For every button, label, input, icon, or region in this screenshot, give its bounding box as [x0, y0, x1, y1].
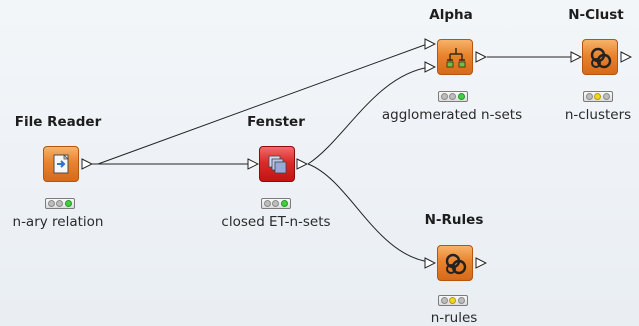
file-reader-icon: [53, 154, 69, 174]
node-title: N-Rules: [424, 212, 484, 228]
status-light-green: [603, 93, 610, 100]
node-body[interactable]: [582, 39, 618, 75]
output-port-icon[interactable]: [620, 51, 632, 63]
status-light-red: [586, 93, 593, 100]
status-light-yellow: [449, 93, 456, 100]
node-body[interactable]: [437, 245, 473, 281]
node-status-indicator: [438, 295, 468, 306]
node-output-label: n-clusters: [564, 107, 632, 123]
node-body[interactable]: [259, 146, 295, 182]
knot-icon: [445, 253, 467, 275]
output-port-icon[interactable]: [296, 158, 308, 170]
knot-icon: [590, 47, 612, 69]
status-light-red: [441, 93, 448, 100]
status-light-green: [65, 200, 72, 207]
status-light-green: [458, 297, 465, 304]
agglomerate-icon: [446, 48, 466, 68]
output-port-icon[interactable]: [475, 51, 487, 63]
node-status-indicator: [583, 91, 613, 102]
input-port-icon[interactable]: [424, 257, 436, 269]
node-title: N-Clust: [568, 7, 624, 23]
input-port-icon[interactable]: [424, 61, 436, 73]
node-title: File Reader: [14, 114, 102, 130]
node-body[interactable]: [43, 146, 79, 182]
status-light-yellow: [449, 297, 456, 304]
node-title: Alpha: [429, 7, 473, 23]
output-port-icon[interactable]: [81, 158, 93, 170]
node-output-label: n-rules: [430, 310, 478, 326]
node-body[interactable]: [437, 39, 473, 75]
output-port-icon[interactable]: [475, 257, 487, 269]
status-light-yellow: [594, 93, 601, 100]
status-light-green: [458, 93, 465, 100]
node-status-indicator: [45, 198, 75, 209]
edge-filereader-to-alpha: [97, 42, 431, 165]
status-light-red: [48, 200, 55, 207]
status-light-yellow: [56, 200, 63, 207]
node-status-indicator: [261, 198, 291, 209]
status-light-yellow: [272, 200, 279, 207]
node-output-label: n-ary relation: [12, 214, 104, 230]
node-title: Fenster: [247, 114, 305, 130]
input-port-icon[interactable]: [570, 51, 582, 63]
node-status-indicator: [438, 91, 468, 102]
edge-fenster-to-alpha: [307, 66, 431, 165]
status-light-green: [281, 200, 288, 207]
stacked-sets-icon: [268, 155, 287, 174]
edge-fenster-to-nrules: [307, 163, 431, 263]
node-output-label: closed ET-n-sets: [221, 214, 331, 230]
status-light-red: [264, 200, 271, 207]
input-port-icon[interactable]: [247, 158, 259, 170]
node-output-label: agglomerated n-sets: [381, 107, 523, 123]
status-light-red: [441, 297, 448, 304]
input-port-icon[interactable]: [424, 38, 436, 50]
